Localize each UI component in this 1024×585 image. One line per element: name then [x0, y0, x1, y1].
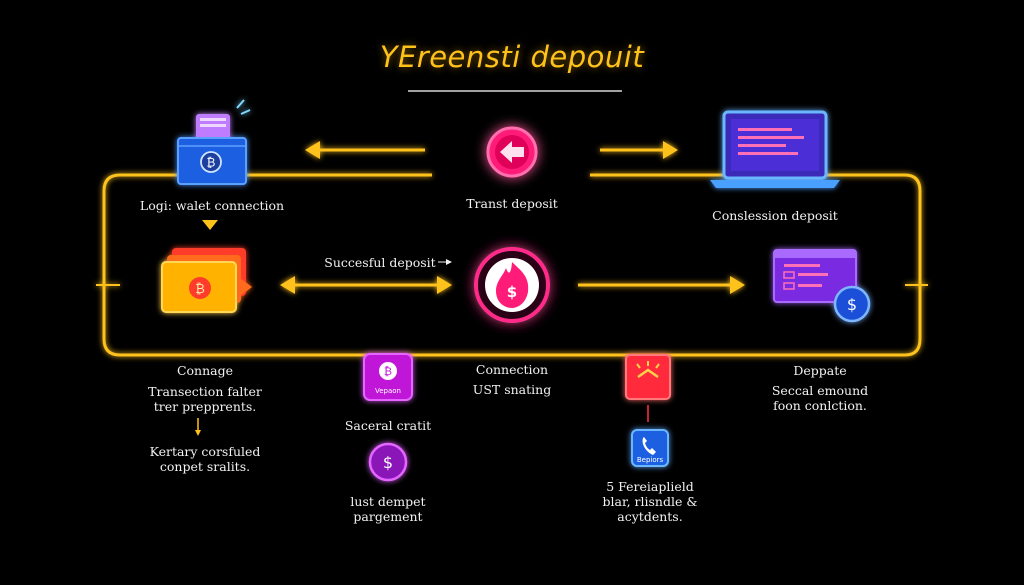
dollar-flame-icon: $ [474, 247, 550, 323]
left-line-1: Transection falter [148, 384, 262, 399]
phone-icon: Bepiors [631, 429, 669, 467]
coin-label-2: pargement [353, 509, 423, 524]
wallet-coin-icon: ₿ [177, 99, 251, 185]
left-line-4: conpet sralits. [159, 459, 251, 474]
arrow-mid-left [280, 276, 452, 294]
left-heading: Connage [176, 363, 234, 378]
svg-text:₿: ₿ [207, 156, 216, 170]
alert-icon [625, 354, 671, 400]
browser-label: Deppate [793, 363, 847, 378]
svg-text:₿: ₿ [384, 365, 392, 378]
wallet-label: Logi: walet connection [139, 198, 285, 213]
phone-label-1: 5 Fereiaplield [606, 479, 694, 494]
bitcoin-cards-icon: ₿ [161, 248, 252, 313]
back-arrow-icon [486, 126, 538, 178]
phone-caption: Bepiors [637, 456, 664, 464]
left-line-2: trer prepprents. [153, 399, 257, 414]
laptop-label: Conslession deposit [712, 208, 838, 223]
arrow-mid-right [578, 276, 745, 294]
svg-text:₿: ₿ [195, 282, 205, 297]
back-label: Transt deposit [466, 196, 558, 211]
arrow-down-wallet [202, 220, 218, 230]
browser-sublabel-2: foon conlction. [773, 398, 867, 413]
svg-text:$: $ [383, 453, 393, 472]
center-sublabel: UST snating [472, 382, 552, 397]
laptop-icon [710, 110, 840, 188]
page-title: YEreensti depouit [379, 40, 645, 74]
phone-label-2: blar, rlisndle & [602, 494, 698, 509]
arrow-top-left [305, 141, 425, 159]
left-line-3: Kertary corsfuled [149, 444, 261, 459]
browser-sublabel-1: Seccal emound [771, 383, 869, 398]
loop-frame [96, 173, 928, 357]
edge-label-successful: Succesful deposit [324, 255, 436, 270]
bitcoin-tile-icon: ₿ Vepaon [363, 353, 413, 401]
center-label: Connection [475, 362, 549, 377]
dollar-coin-icon: $ [368, 442, 408, 482]
browser-dollar-icon: $ [773, 249, 871, 323]
bitcoin-tile-label: Saceral cratit [344, 418, 432, 433]
phone-label-3: acytdents. [617, 509, 683, 524]
svg-text:$: $ [847, 295, 857, 314]
bitcoin-tile-caption: Vepaon [375, 387, 401, 395]
arrow-top-right [600, 141, 678, 159]
svg-text:$: $ [507, 283, 517, 301]
coin-label-1: lust dempet [350, 494, 426, 509]
